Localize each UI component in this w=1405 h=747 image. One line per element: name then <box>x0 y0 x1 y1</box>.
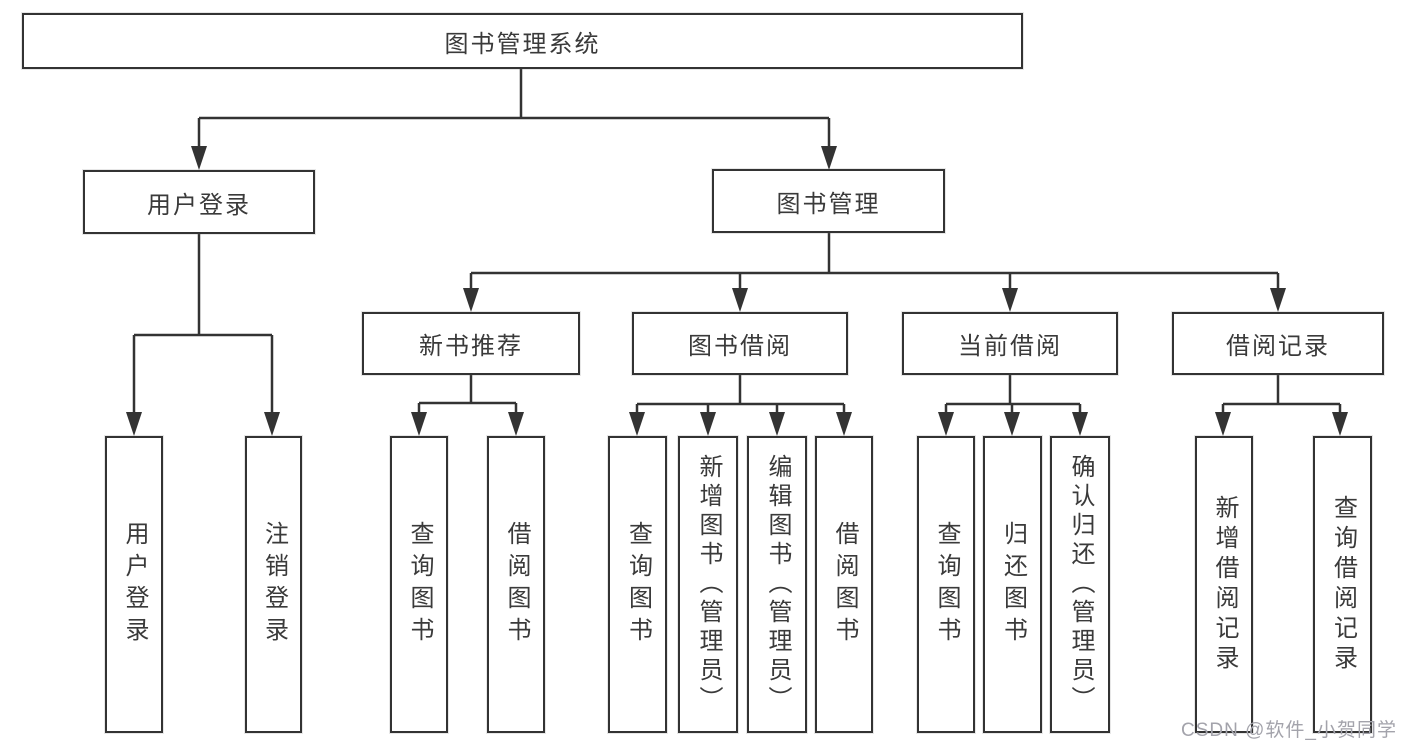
node-label: 借阅图书 <box>831 520 858 649</box>
node-label: 借阅记录 <box>1226 333 1330 360</box>
node-label: 查询借阅记录 <box>1329 494 1357 675</box>
leaf-add-borrow-record: 新增借阅记录 <box>1195 436 1253 733</box>
node-current-borrow: 当前借阅 <box>902 312 1118 375</box>
node-borrow-records: 借阅记录 <box>1172 312 1384 375</box>
leaf-return-books: 归还图书 <box>983 436 1042 733</box>
node-label: 用户登录 <box>147 191 251 219</box>
node-label: 注销登录 <box>260 520 288 649</box>
leaf-query-books-recommend: 查询图书 <box>390 436 448 733</box>
node-label: 当前借阅 <box>958 333 1062 360</box>
node-label: 新增图书（管理员） <box>695 454 722 715</box>
node-label: 图书管理 <box>776 190 881 218</box>
node-label: 确认归还（管理员） <box>1067 454 1094 715</box>
node-book-management: 图书管理 <box>712 169 945 233</box>
leaf-borrow-books-recommend: 借阅图书 <box>487 436 545 733</box>
leaf-confirm-return-admin: 确认归还（管理员） <box>1050 436 1110 733</box>
node-label: 查询图书 <box>406 520 433 649</box>
node-label: 新书推荐 <box>419 333 523 360</box>
watermark: CSDN @软件_小贺同学 <box>1181 720 1397 741</box>
leaf-query-borrow-record: 查询借阅记录 <box>1313 436 1372 733</box>
node-root: 图书管理系统 <box>22 13 1023 69</box>
node-label: 图书管理系统 <box>444 30 601 58</box>
node-user-login: 用户登录 <box>83 170 315 234</box>
node-label: 编辑图书（管理员） <box>764 454 791 715</box>
leaf-query-books-current: 查询图书 <box>917 436 975 733</box>
leaf-add-books-admin: 新增图书（管理员） <box>678 436 738 733</box>
leaf-borrow-books: 借阅图书 <box>815 436 873 733</box>
leaf-user-login: 用户登录 <box>105 436 163 733</box>
leaf-edit-books-admin: 编辑图书（管理员） <box>747 436 807 733</box>
node-label: 用户登录 <box>121 520 148 649</box>
node-label: 查询图书 <box>624 520 652 649</box>
node-label: 借阅图书 <box>503 520 530 649</box>
node-new-book-recommend: 新书推荐 <box>362 312 580 375</box>
node-label: 查询图书 <box>933 520 960 649</box>
leaf-logout: 注销登录 <box>245 436 302 733</box>
leaf-query-books-borrow: 查询图书 <box>608 436 667 733</box>
node-label: 归还图书 <box>999 520 1027 649</box>
node-book-borrow: 图书借阅 <box>632 312 848 375</box>
node-label: 新增借阅记录 <box>1211 494 1238 675</box>
node-label: 图书借阅 <box>688 333 792 360</box>
